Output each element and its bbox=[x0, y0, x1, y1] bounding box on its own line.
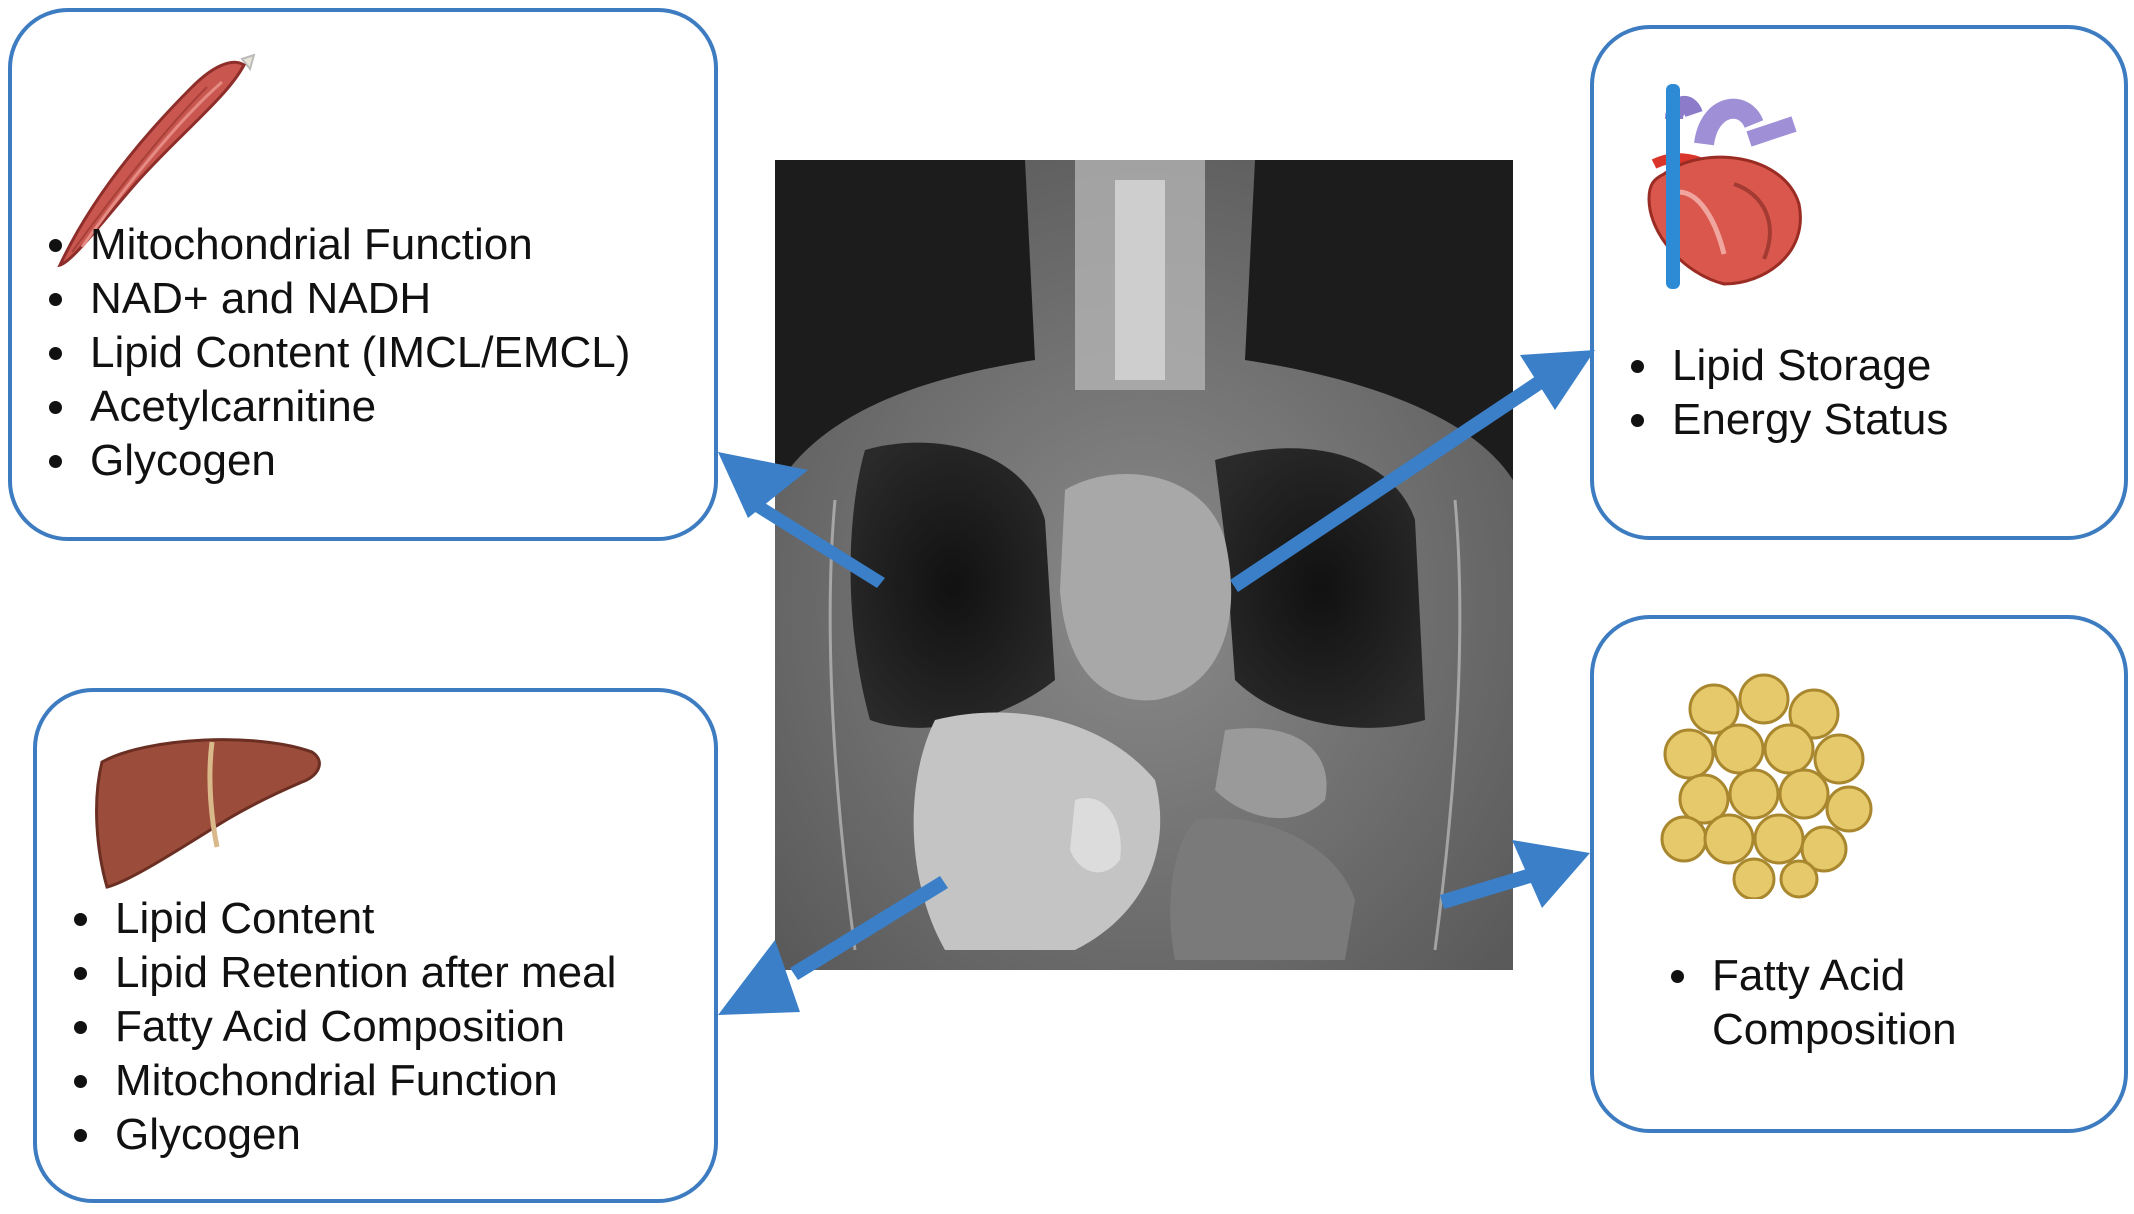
adipose-box: Fatty Acid Composition bbox=[1590, 615, 2128, 1133]
list-item: Lipid Content bbox=[107, 892, 616, 946]
liver-icon bbox=[95, 738, 321, 889]
arrow-to-heart bbox=[1230, 350, 1595, 592]
heart-box: Lipid Storage Energy Status bbox=[1590, 25, 2128, 540]
muscle-list: Mitochondrial Function NAD+ and NADH Lip… bbox=[22, 218, 630, 488]
list-item: Lipid Content (IMCL/EMCL) bbox=[82, 326, 630, 380]
arrow-to-liver bbox=[718, 876, 948, 1015]
muscle-icon bbox=[57, 53, 256, 268]
arrow-to-muscle bbox=[718, 452, 885, 588]
fat-cells-icon bbox=[1660, 673, 1873, 899]
list-item: Glycogen bbox=[107, 1108, 616, 1162]
list-item: Fatty Acid Composition bbox=[107, 1000, 616, 1054]
list-item: Glycogen bbox=[82, 434, 630, 488]
list-item: Lipid Storage bbox=[1664, 339, 1948, 393]
heart-list: Lipid Storage Energy Status bbox=[1604, 339, 1948, 447]
mri-coronal-torso-image bbox=[775, 160, 1513, 970]
liver-list: Lipid Content Lipid Retention after meal… bbox=[47, 892, 616, 1162]
list-item: Lipid Retention after meal bbox=[107, 946, 616, 1000]
heart-icon bbox=[1647, 84, 1802, 289]
arrow-to-adipose bbox=[1440, 840, 1590, 909]
list-item: Energy Status bbox=[1664, 393, 1948, 447]
list-item: NAD+ and NADH bbox=[82, 272, 630, 326]
list-item: Fatty Acid Composition bbox=[1704, 949, 2134, 1057]
list-item: Mitochondrial Function bbox=[82, 218, 630, 272]
adipose-list: Fatty Acid Composition bbox=[1644, 949, 2134, 1057]
muscle-box: Mitochondrial Function NAD+ and NADH Lip… bbox=[8, 8, 718, 541]
list-item: Mitochondrial Function bbox=[107, 1054, 616, 1108]
liver-box: Lipid Content Lipid Retention after meal… bbox=[33, 688, 718, 1203]
list-item: Acetylcarnitine bbox=[82, 380, 630, 434]
